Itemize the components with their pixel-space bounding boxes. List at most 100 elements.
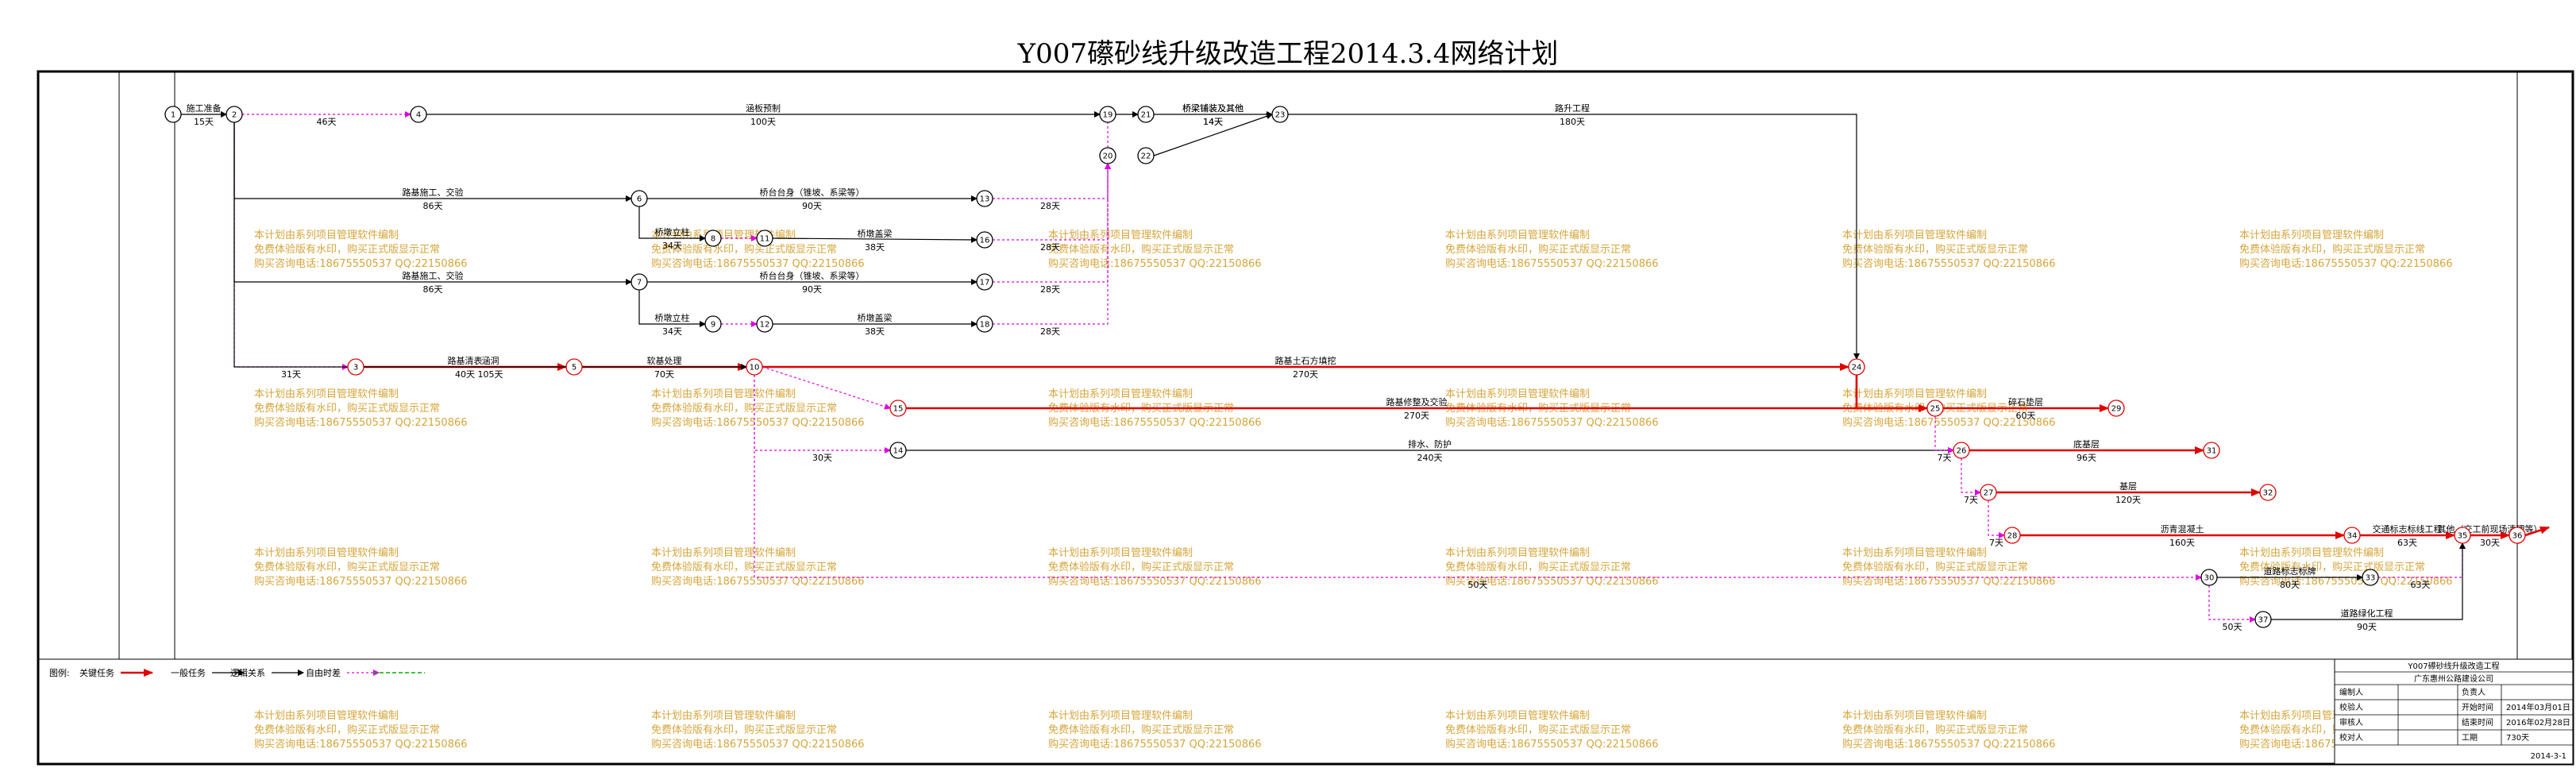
node-20: 20 [1099,147,1116,164]
node-number: 30 [2204,574,2215,583]
activity-duration: 86天 [423,284,443,295]
node-circle [976,231,993,249]
legend-item-label: 逻辑关系 [230,667,265,678]
activity-duration: 28天 [1040,242,1060,253]
watermark-text: 免费体验版有水印，购买正式版显示正常 [1842,243,2028,256]
node-number: 7 [637,279,642,288]
node-circle [1926,399,1944,417]
title-block-frame [2334,658,2574,765]
node-circle [976,190,993,207]
arrow-6-8 [638,206,706,241]
node-37: 37 [2254,611,2272,628]
node-circle [976,273,993,291]
node-circle [226,106,243,123]
tb-key: 校验人 [2339,702,2363,712]
node-circle [1099,147,1116,164]
legend-item-label: 关键任务 [79,667,114,678]
watermark-text: 免费体验版有水印，购买正式版显示正常 [651,402,837,415]
node-number: 14 [893,447,904,456]
activity-duration: 180天 [1560,117,1585,127]
watermark-text: 购买咨询电话:18675550537 QQ:22150866 [2239,257,2453,270]
node-circle [2200,569,2218,586]
activity-duration: 100天 [750,117,776,127]
watermark-text: 购买咨询电话:18675550537 QQ:22150866 [1445,575,1659,588]
activity-name: 沥青混凝土 [2161,523,2204,535]
activity-name: 其他（交工前现场清理等） [2438,523,2543,535]
watermark-text: 本计划由系列项目管理软件编制 [651,710,796,722]
arrow-26-27 [1961,458,1981,496]
activity-duration: 86天 [423,201,443,211]
node-number: 27 [1984,489,1994,498]
tb-key: 审核人 [2339,717,2363,727]
activity-duration: 7天 [1989,538,2003,548]
legend: 图例:关键任务一般任务逻辑关系自由时差 [49,667,425,678]
node-number: 9 [711,321,715,330]
node-36: 36 [2509,527,2526,544]
activity-name: 路基修整及交验 [1386,396,1448,407]
activity-name: 路基施工、交验 [403,270,464,281]
node-circle [756,230,773,247]
activity-duration: 105天 [478,369,503,380]
node-circle [2259,484,2277,501]
activity-duration: 120天 [2115,495,2141,505]
watermark-text: 购买咨询电话:18675550537 QQ:22150866 [651,257,865,270]
activity-duration: 38天 [865,242,885,253]
activity-duration: 50天 [1468,580,1488,590]
watermark-text: 购买咨询电话:18675550537 QQ:22150866 [254,575,468,588]
arrow-23-24 [1288,114,1860,360]
node-31: 31 [2203,442,2220,459]
watermark-text: 本计划由系列项目管理软件编制 [1842,547,1987,559]
watermark-text: 本计划由系列项目管理软件编制 [1048,710,1193,722]
node-number: 5 [572,364,577,372]
activity-duration: 90天 [802,201,822,211]
activity-duration: 14天 [1203,117,1223,127]
watermark-text: 本计划由系列项目管理软件编制 [254,230,399,241]
activity-name: 涵板预制 [746,102,781,114]
node-number: 34 [2347,532,2358,541]
node-circle [746,358,763,376]
watermark-text: 本计划由系列项目管理软件编制 [2239,547,2384,559]
arrow-30-37 [2208,585,2256,623]
node-circle [1137,106,1155,123]
watermark-text: 免费体验版有水印，购买正式版显示正常 [651,243,837,256]
activity-name: 碎石垫层 [2008,396,2043,407]
node-2: 2 [226,106,243,123]
watermark-text: 本计划由系列项目管理软件编制 [651,547,796,559]
tb-date: 2014-3-1 [2531,752,2566,761]
activity-duration: 270天 [1404,411,1429,421]
node-circle [1099,106,1116,123]
arrow-7-9 [638,290,706,327]
activity-name: 交通标志标线工程 [2373,523,2443,535]
node-number: 26 [1957,447,1967,456]
node-number: 11 [760,235,770,244]
activity-name: 路升工程 [1555,103,1590,114]
activity-name: 软基处理 [647,355,682,366]
activity-name: 路基土石方填挖 [1275,355,1336,366]
node-circle [1271,106,1289,123]
node-32: 32 [2259,484,2277,501]
watermark-text: 免费体验版有水印，购买正式版显示正常 [254,724,440,736]
watermark-text: 购买咨询电话:18675550537 QQ:22150866 [651,738,865,751]
activity-duration: 270天 [1293,369,1318,380]
watermark-text: 购买咨询电话:18675550537 QQ:22150866 [1445,416,1659,429]
activity-name: 排水、防护 [1408,438,1452,450]
node-circle [889,442,907,459]
node-circle [2203,442,2220,459]
watermark-text: 本计划由系列项目管理软件编制 [1842,388,1987,400]
activity-duration: 30天 [812,453,832,463]
node-13: 13 [976,190,993,207]
tb-key: 负责人 [2462,687,2485,697]
activity-duration: 34天 [662,326,682,337]
drawing-frame [37,70,2574,766]
node-circle [1980,484,1997,501]
node-16: 16 [976,231,993,249]
arrow-22-23 [1153,113,1273,156]
node-22: 22 [1137,147,1155,164]
arrow-18-20 [993,163,1111,325]
node-number: 21 [1141,111,1151,120]
watermark-text: 购买咨询电话:18675550537 QQ:22150866 [1048,738,1262,751]
node-34: 34 [2343,527,2361,544]
node-26: 26 [1953,442,1970,459]
node-number: 23 [1275,111,1286,120]
legend-label: 图例: [49,667,70,678]
